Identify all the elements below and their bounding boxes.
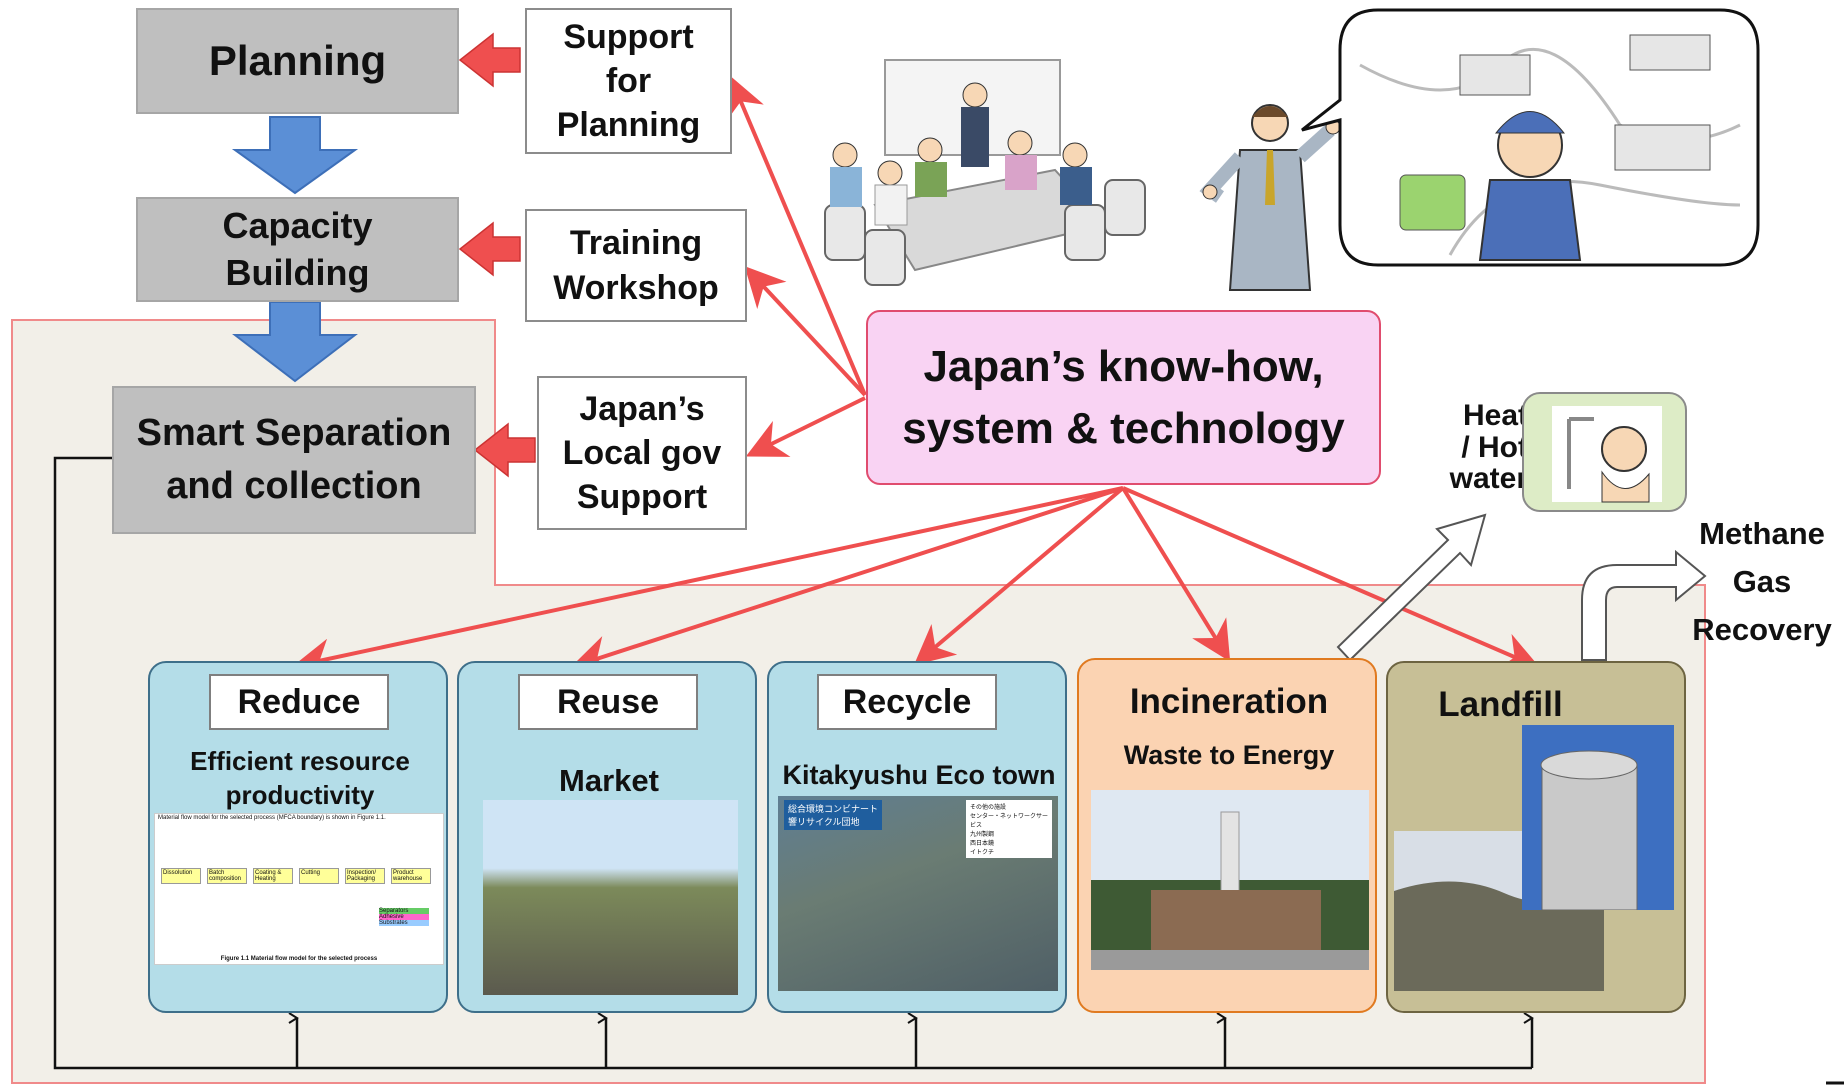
ecotown-legend-line: センター・ネットワークサービス xyxy=(970,814,1049,829)
mfca-legend-item: Separators xyxy=(379,908,429,914)
recycle-title: Recycle xyxy=(817,674,997,730)
mfca-figure: Material flow model for the selected pro… xyxy=(154,813,444,965)
flow-arrow-capacity-smart xyxy=(232,301,358,383)
mfca-step: Product warehouse xyxy=(391,868,431,884)
planning-label: Planning xyxy=(208,37,387,84)
support-planning-box: Support for Planning xyxy=(525,8,732,154)
planning-box: Planning xyxy=(136,8,459,114)
capacity-label-line1: Capacity xyxy=(222,204,373,246)
training-line1: Training xyxy=(569,224,703,263)
center-line1: Japan’s know-how, xyxy=(923,341,1324,391)
landfill-panel: Landfill xyxy=(1386,661,1686,1013)
mfca-legend: Separators Adhesive Substrates xyxy=(379,908,429,926)
incineration-subtitle: Waste to Energy xyxy=(1123,740,1335,770)
reuse-subtitle: Market xyxy=(559,763,659,798)
flea-market-photo xyxy=(483,800,738,995)
methane-line3: Recovery xyxy=(1692,612,1832,648)
reduce-panel: Reduce Efficient resource productivity M… xyxy=(148,661,448,1013)
capacity-label-line2: Building xyxy=(225,251,370,293)
reuse-title: Reuse xyxy=(518,674,698,730)
ecotown-aerial-photo: 総合環境コンビナート 響リサイクル団地 その他の施設 センター・ネットワークサー… xyxy=(778,796,1058,991)
support-planning-line1: Support xyxy=(563,17,694,56)
ecotown-legend-line: 西日本鏡 xyxy=(970,841,995,847)
center-knowhow-box: Japan’s know-how, system & technology xyxy=(866,310,1381,485)
recycle-panel: Recycle Kitakyushu Eco town 総合環境コンビナート 響… xyxy=(767,661,1067,1013)
incineration-panel: Incineration Waste to Energy xyxy=(1077,658,1377,1013)
methane-gas-recovery-label: Methane Gas Recovery xyxy=(1680,510,1844,654)
meeting-illustration xyxy=(824,59,1146,286)
localgov-line1: Japan’s xyxy=(579,389,705,428)
heat-line3: water xyxy=(1449,462,1528,495)
heat-hot-water-label: Heat / Hot water xyxy=(1438,400,1528,495)
ecotown-legend: その他の施設 センター・ネットワークサービス 九州製鋼 西日本鏡 イトクチ xyxy=(966,800,1052,858)
speech-bubble-illustration xyxy=(1301,8,1760,267)
ecotown-legend-line: イトクチ xyxy=(970,850,995,856)
heat-output-arrow xyxy=(1336,513,1487,662)
training-workshop-box: Training Workshop xyxy=(525,209,747,322)
mfca-steps: Dissolution Batch composition Coating & … xyxy=(161,868,431,884)
recycle-subtitle: Kitakyushu Eco town xyxy=(782,760,1056,790)
support-planning-line2: for xyxy=(605,61,652,100)
support-arrow-planning xyxy=(458,32,521,88)
reduce-subtitle: Efficient resource productivity xyxy=(190,746,410,810)
heat-line2: / Hot xyxy=(1461,430,1528,464)
mfca-step: Cutting xyxy=(299,868,339,884)
mfca-step: Dissolution xyxy=(161,868,201,884)
localgov-line2: Local gov xyxy=(562,433,722,472)
mfca-step: Batch composition xyxy=(207,868,247,884)
smart-separation-box: Smart Separation and collection xyxy=(112,386,476,534)
shower-illustration-frame xyxy=(1522,392,1687,512)
gas-tank-photo xyxy=(1522,725,1674,910)
incinerator-photo xyxy=(1091,790,1369,970)
incineration-title: Incineration xyxy=(1129,682,1329,721)
training-line2: Workshop xyxy=(553,268,719,307)
support-planning-line3: Planning xyxy=(556,106,701,145)
mfca-caption-top: Material flow model for the selected pro… xyxy=(158,815,386,821)
support-arrow-smart xyxy=(473,422,536,478)
ecotown-legend-line: その他の施設 xyxy=(970,805,1007,811)
support-arrow-capacity xyxy=(458,221,521,277)
methane-line2: Gas xyxy=(1732,564,1792,600)
ecotown-banner-line2: 響リサイクル団地 xyxy=(788,817,860,827)
landfill-title: Landfill xyxy=(1438,685,1563,724)
local-gov-support-box: Japan’s Local gov Support xyxy=(537,376,747,530)
mfca-legend-item: Substrates xyxy=(379,920,429,926)
ecotown-banner: 総合環境コンビナート 響リサイクル団地 xyxy=(784,800,883,830)
smart-label-line2: and collection xyxy=(166,465,422,507)
mfca-legend-item: Adhesive xyxy=(379,914,429,920)
methane-output-arrow xyxy=(1581,549,1707,661)
flow-arrow-planning-capacity xyxy=(231,116,359,195)
mfca-caption-bottom: Figure 1.1 Material flow model for the s… xyxy=(220,956,378,962)
localgov-line3: Support xyxy=(576,478,708,517)
methane-line1: Methane xyxy=(1699,516,1825,551)
ecotown-banner-line1: 総合環境コンビナート xyxy=(788,804,879,814)
mfca-step: Coating & Heating xyxy=(253,868,293,884)
reuse-panel: Reuse Market xyxy=(457,661,757,1013)
shower-illustration xyxy=(1552,406,1662,503)
reduce-title: Reduce xyxy=(209,674,389,730)
heat-line1: Heat xyxy=(1462,399,1528,432)
businessman-illustration xyxy=(1199,104,1341,291)
smart-label-line1: Smart Separation xyxy=(136,411,452,454)
center-line2: system & technology xyxy=(902,403,1345,453)
capacity-building-box: Capacity Building xyxy=(136,197,459,302)
ecotown-legend-line: 九州製鋼 xyxy=(970,832,995,838)
mfca-step: Inspection/ Packaging xyxy=(345,868,385,884)
